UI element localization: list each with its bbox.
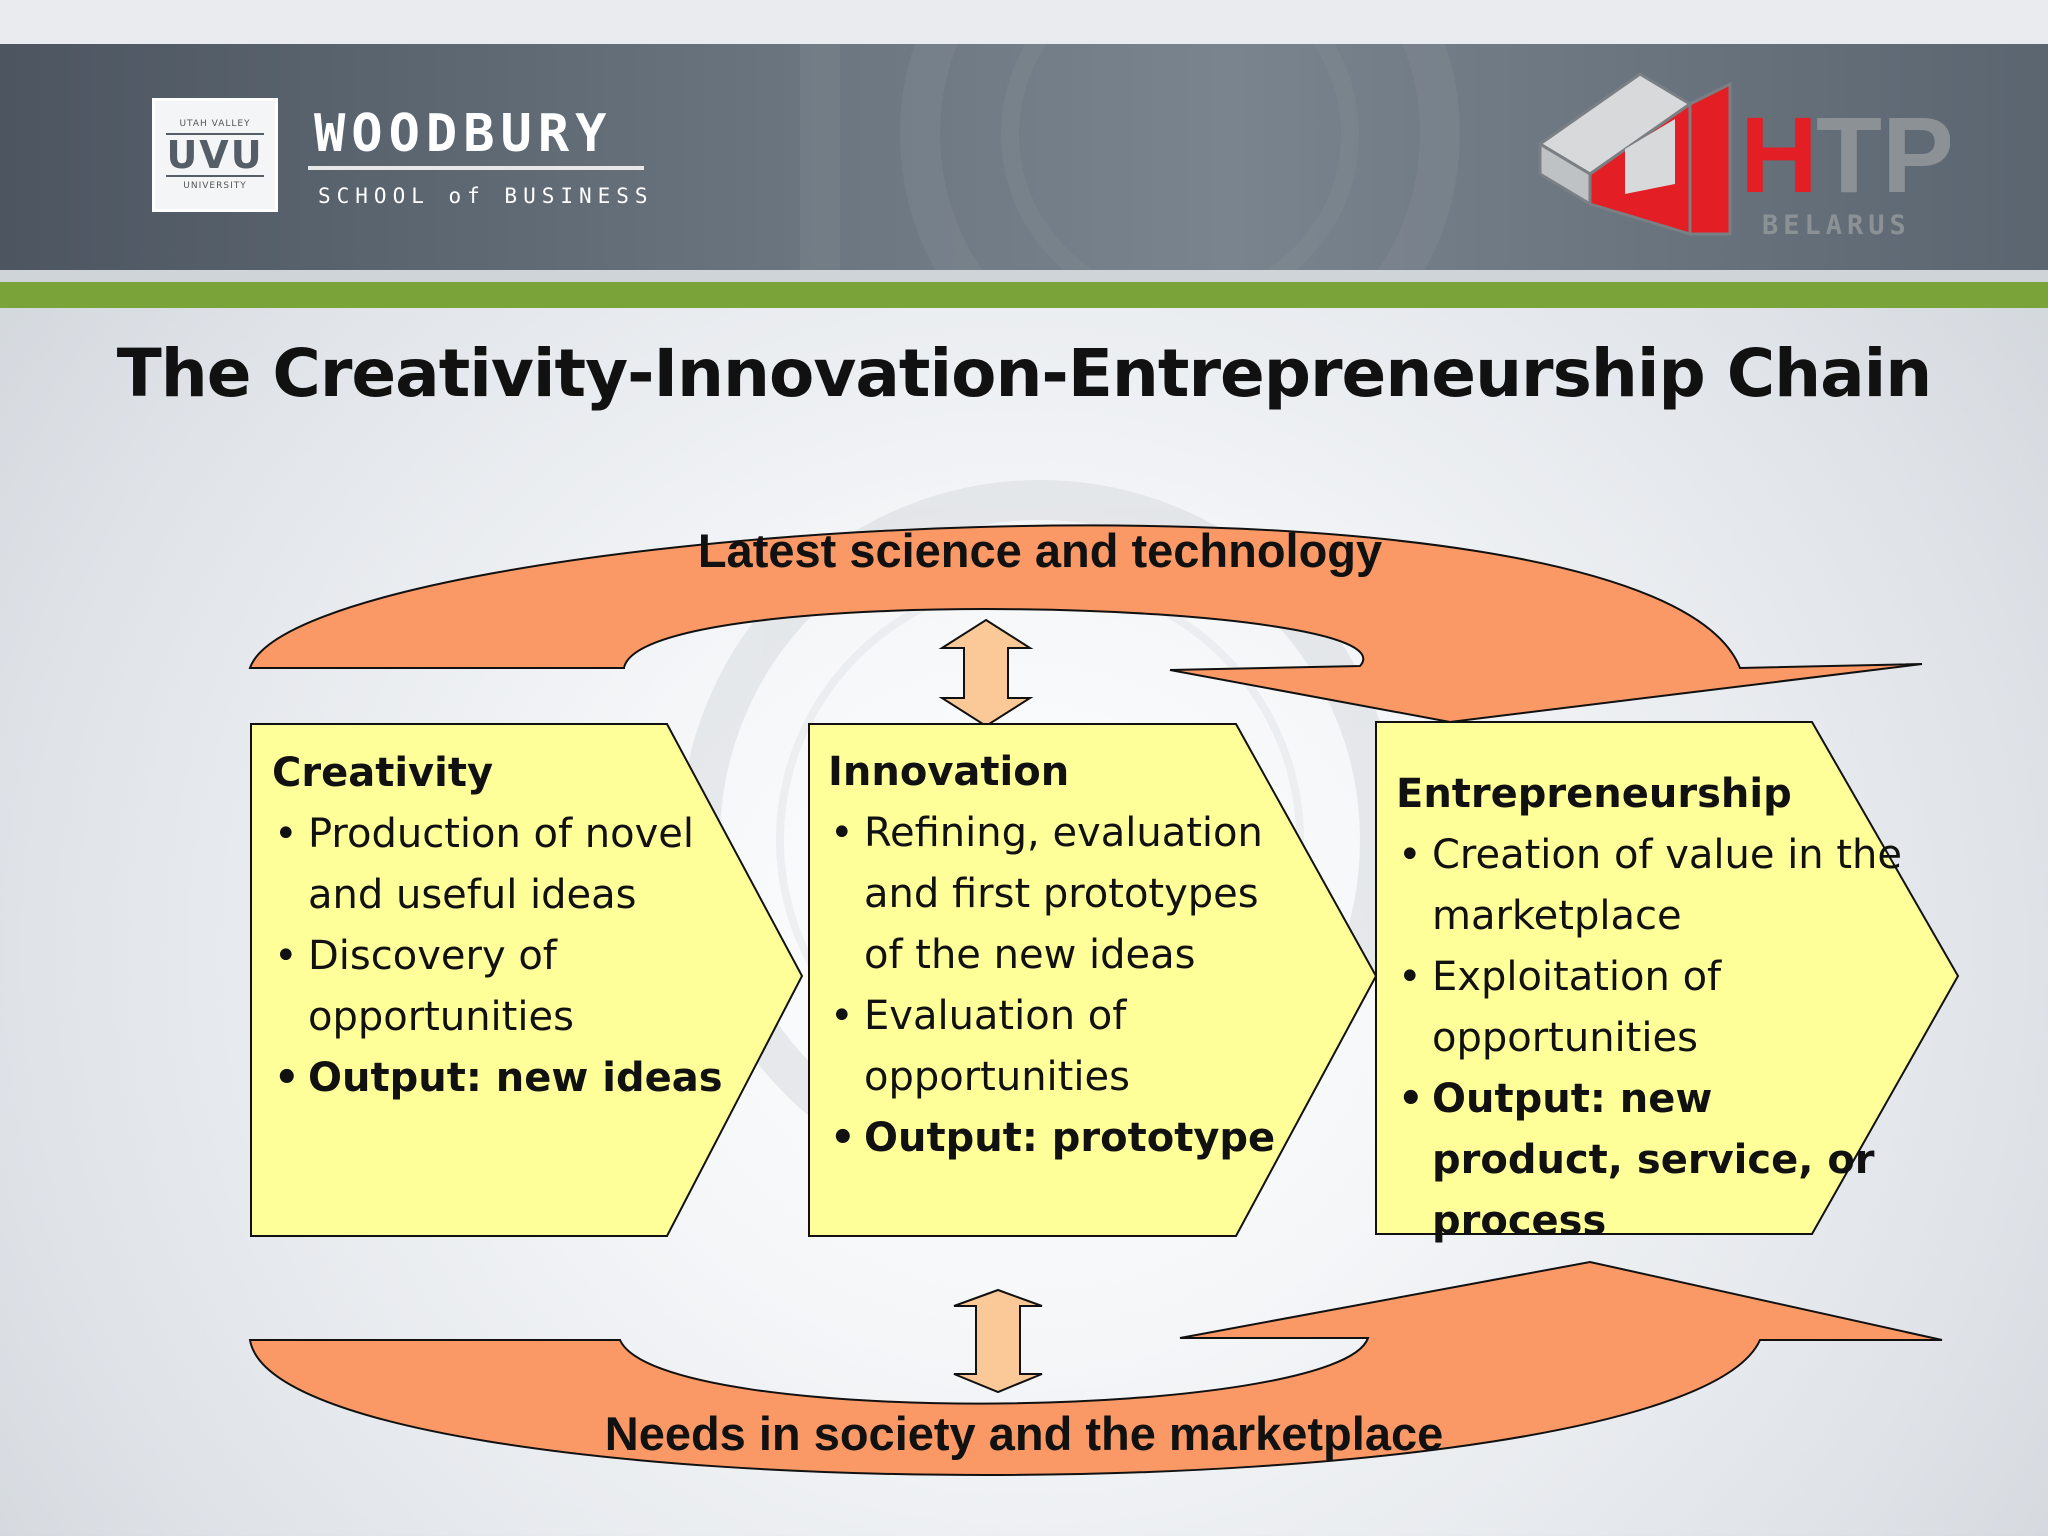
bottom-curved-arrow [248, 1260, 1943, 1476]
header-divider [0, 270, 2048, 282]
innovation-heading: Innovation [828, 749, 1070, 795]
top-arrow-label: Latest science and technology [697, 524, 1383, 577]
school-of-business-text: SCHOOL of BUSINESS [318, 184, 654, 208]
creativity-bullet: Production of novel and useful ideas [272, 804, 772, 926]
creativity-output-bullet: Output: new ideas [272, 1048, 772, 1109]
htp-country-text: BELARUS [1762, 210, 1911, 241]
top-curved-arrow [248, 524, 1923, 724]
uvu-logo-bottom-text: UNIVERSITY [183, 181, 247, 191]
creativity-heading: Creativity [272, 750, 494, 796]
htp-mark-tp: TP [1816, 94, 1950, 215]
entrepreneurship-output-bullet: Output: new product, service, or process [1396, 1069, 1916, 1252]
htp-cube-icon [1537, 72, 1732, 237]
page-title: The Creativity-Innovation-Entrepreneursh… [116, 335, 1933, 412]
woodbury-underline [308, 166, 644, 170]
header-texture [800, 44, 1460, 270]
innovation-text: Innovation Refining, evaluation and firs… [828, 742, 1298, 1169]
htp-mark-h: H [1740, 94, 1818, 215]
entrepreneurship-bullet: Exploitation of opportunities [1396, 947, 1916, 1069]
innovation-output-bullet: Output: prototype [828, 1108, 1298, 1169]
uvu-logo-top-text: UTAH VALLEY [179, 119, 251, 129]
accent-bar [0, 282, 2048, 308]
bottom-double-arrow [953, 1288, 1043, 1394]
htp-logo: H TP BELARUS [1537, 72, 1950, 241]
innovation-bullet: Refining, evaluation and first prototype… [828, 803, 1298, 986]
top-double-arrow [938, 618, 1034, 728]
innovation-bullet: Evaluation of opportunities [828, 986, 1298, 1108]
creativity-text: Creativity Production of novel and usefu… [272, 743, 772, 1109]
entrepreneurship-heading: Entrepreneurship [1396, 771, 1792, 817]
entrepreneurship-text: Entrepreneurship Creation of value in th… [1396, 764, 1916, 1252]
top-strip [0, 0, 2048, 44]
entrepreneurship-bullet: Creation of value in the marketplace [1396, 825, 1916, 947]
creativity-bullet: Discovery of opportunities [272, 926, 772, 1048]
bottom-arrow-label: Needs in society and the marketplace [604, 1407, 1444, 1460]
uvu-logo-mark: UVU [166, 133, 264, 177]
uvu-logo: UTAH VALLEY UVU UNIVERSITY [152, 98, 278, 212]
woodbury-wordmark: WOODBURY [314, 104, 613, 164]
